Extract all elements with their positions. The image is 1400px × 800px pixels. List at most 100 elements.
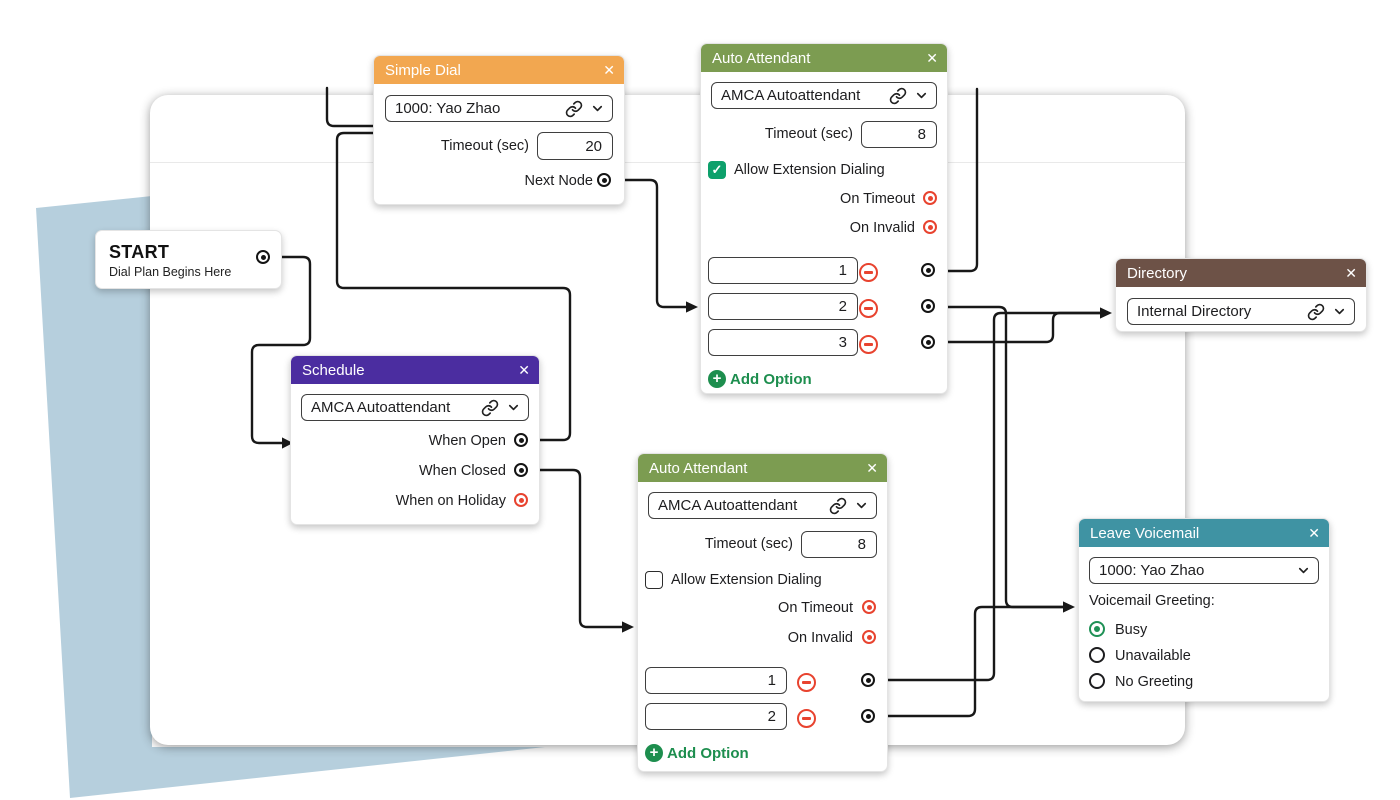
wire-option2-to-voicemail bbox=[927, 305, 1065, 609]
close-icon[interactable]: ✕ bbox=[1345, 265, 1357, 281]
connector-port-on-timeout[interactable] bbox=[862, 600, 876, 614]
timeout-input[interactable] bbox=[861, 121, 937, 148]
timeout-label: Timeout (sec) bbox=[704, 536, 793, 552]
chevron-down-icon bbox=[506, 400, 521, 415]
next-node-label: Next Node bbox=[524, 173, 593, 189]
chevron-down-icon bbox=[1296, 563, 1311, 578]
connector-port-on-invalid[interactable] bbox=[862, 630, 876, 644]
connector-port-start[interactable] bbox=[256, 250, 270, 264]
allow-extension-label: Allow Extension Dialing bbox=[734, 162, 885, 178]
chevron-down-icon bbox=[914, 88, 929, 103]
extension-select[interactable]: 1000: Yao Zhao bbox=[385, 95, 613, 122]
select-value: AMCA Autoattendant bbox=[311, 399, 451, 416]
wire-b-option1-to-directory bbox=[867, 311, 1102, 682]
allow-extension-checkbox[interactable] bbox=[645, 571, 663, 589]
on-timeout-label: On Timeout bbox=[778, 600, 853, 616]
node-card-auto-attendant-top[interactable]: Auto Attendant ✕ AMCA Autoattendant Time… bbox=[700, 43, 948, 394]
wire-option3-to-directory bbox=[927, 311, 1102, 344]
arrowhead bbox=[1100, 307, 1112, 319]
start-subtitle: Dial Plan Begins Here bbox=[109, 265, 232, 279]
radio-no-greeting[interactable] bbox=[1089, 673, 1105, 689]
option-digit-input[interactable] bbox=[708, 293, 858, 320]
link-icon bbox=[889, 87, 907, 105]
connector-port-option-3[interactable] bbox=[921, 335, 935, 349]
node-title: Auto Attendant bbox=[649, 459, 748, 477]
on-timeout-label: On Timeout bbox=[840, 191, 915, 207]
node-header: Auto Attendant ✕ bbox=[638, 454, 887, 482]
remove-option-icon[interactable] bbox=[859, 263, 878, 282]
option-digit-input[interactable] bbox=[645, 703, 787, 730]
wire-next-node-to-auto-attendant bbox=[602, 178, 688, 309]
timeout-label: Timeout (sec) bbox=[440, 138, 529, 154]
directory-select[interactable]: Internal Directory bbox=[1127, 298, 1355, 325]
node-title: Schedule bbox=[302, 361, 365, 379]
node-header: Leave Voicemail ✕ bbox=[1079, 519, 1329, 547]
add-option-button[interactable]: + Add Option bbox=[645, 744, 749, 762]
close-icon[interactable]: ✕ bbox=[1308, 525, 1320, 541]
radio-busy[interactable] bbox=[1089, 621, 1105, 637]
wire-when-closed-to-auto-attendant-2 bbox=[519, 468, 624, 629]
option-digit-input[interactable] bbox=[708, 257, 858, 284]
option-digit-input[interactable] bbox=[708, 329, 858, 356]
chevron-down-icon bbox=[590, 101, 605, 116]
remove-option-icon[interactable] bbox=[797, 673, 816, 692]
attendant-select[interactable]: AMCA Autoattendant bbox=[648, 492, 877, 519]
node-card-simple-dial[interactable]: Simple Dial ✕ 1000: Yao Zhao Timeout (se… bbox=[373, 55, 625, 205]
node-card-leave-voicemail[interactable]: Leave Voicemail ✕ 1000: Yao Zhao Voicema… bbox=[1078, 518, 1330, 702]
radio-no-greeting-label: No Greeting bbox=[1115, 674, 1194, 690]
close-icon[interactable]: ✕ bbox=[926, 50, 938, 66]
wire-option1-offboard bbox=[927, 87, 979, 273]
option-digit-input[interactable] bbox=[645, 667, 787, 694]
timeout-input[interactable] bbox=[537, 132, 613, 160]
node-card-directory[interactable]: Directory ✕ Internal Directory bbox=[1115, 258, 1367, 332]
timeout-input[interactable] bbox=[801, 531, 877, 558]
connector-port-option-2[interactable] bbox=[861, 709, 875, 723]
plus-icon: + bbox=[708, 370, 726, 388]
remove-option-icon[interactable] bbox=[797, 709, 816, 728]
on-invalid-label: On Invalid bbox=[849, 220, 915, 236]
connector-port-when-closed[interactable] bbox=[514, 463, 528, 477]
select-value: AMCA Autoattendant bbox=[721, 87, 861, 104]
greeting-label: Voicemail Greeting: bbox=[1089, 593, 1215, 609]
connector-port-on-invalid[interactable] bbox=[923, 220, 937, 234]
arrowhead bbox=[686, 301, 698, 313]
select-value: AMCA Autoattendant bbox=[658, 497, 798, 514]
allow-extension-checkbox[interactable]: ✓ bbox=[708, 161, 726, 179]
canvas-divider bbox=[150, 162, 1185, 163]
link-icon bbox=[829, 497, 847, 515]
mailbox-select[interactable]: 1000: Yao Zhao bbox=[1089, 557, 1319, 584]
wire-start-to-schedule bbox=[250, 255, 312, 445]
radio-unavailable[interactable] bbox=[1089, 647, 1105, 663]
radio-unavailable-label: Unavailable bbox=[1115, 648, 1191, 664]
close-icon[interactable]: ✕ bbox=[866, 460, 878, 476]
connector-port-next-node[interactable] bbox=[597, 173, 611, 187]
when-open-label: When Open bbox=[428, 433, 506, 449]
allow-extension-label: Allow Extension Dialing bbox=[671, 572, 822, 588]
chevron-down-icon bbox=[854, 498, 869, 513]
connector-port-when-open[interactable] bbox=[514, 433, 528, 447]
connector-port-option-1[interactable] bbox=[921, 263, 935, 277]
when-on-holiday-label: When on Holiday bbox=[395, 493, 506, 509]
node-card-auto-attendant-bottom[interactable]: Auto Attendant ✕ AMCA Autoattendant Time… bbox=[637, 453, 888, 772]
connector-port-on-timeout[interactable] bbox=[923, 191, 937, 205]
close-icon[interactable]: ✕ bbox=[603, 62, 615, 78]
add-option-button[interactable]: + Add Option bbox=[708, 370, 812, 388]
node-card-start[interactable]: START Dial Plan Begins Here bbox=[95, 230, 282, 289]
timeout-label: Timeout (sec) bbox=[764, 126, 853, 142]
connector-port-option-2[interactable] bbox=[921, 299, 935, 313]
arrowhead bbox=[622, 621, 634, 633]
node-card-schedule[interactable]: Schedule ✕ AMCA Autoattendant When Open … bbox=[290, 355, 540, 525]
connector-port-option-1[interactable] bbox=[861, 673, 875, 687]
select-value: Internal Directory bbox=[1137, 303, 1252, 320]
connector-port-when-on-holiday[interactable] bbox=[514, 493, 528, 507]
close-icon[interactable]: ✕ bbox=[518, 362, 530, 378]
remove-option-icon[interactable] bbox=[859, 299, 878, 318]
remove-option-icon[interactable] bbox=[859, 335, 878, 354]
schedule-select[interactable]: AMCA Autoattendant bbox=[301, 394, 529, 421]
plus-icon: + bbox=[645, 744, 663, 762]
select-value: 1000: Yao Zhao bbox=[395, 100, 501, 117]
attendant-select[interactable]: AMCA Autoattendant bbox=[711, 82, 937, 109]
start-title: START bbox=[109, 242, 170, 262]
